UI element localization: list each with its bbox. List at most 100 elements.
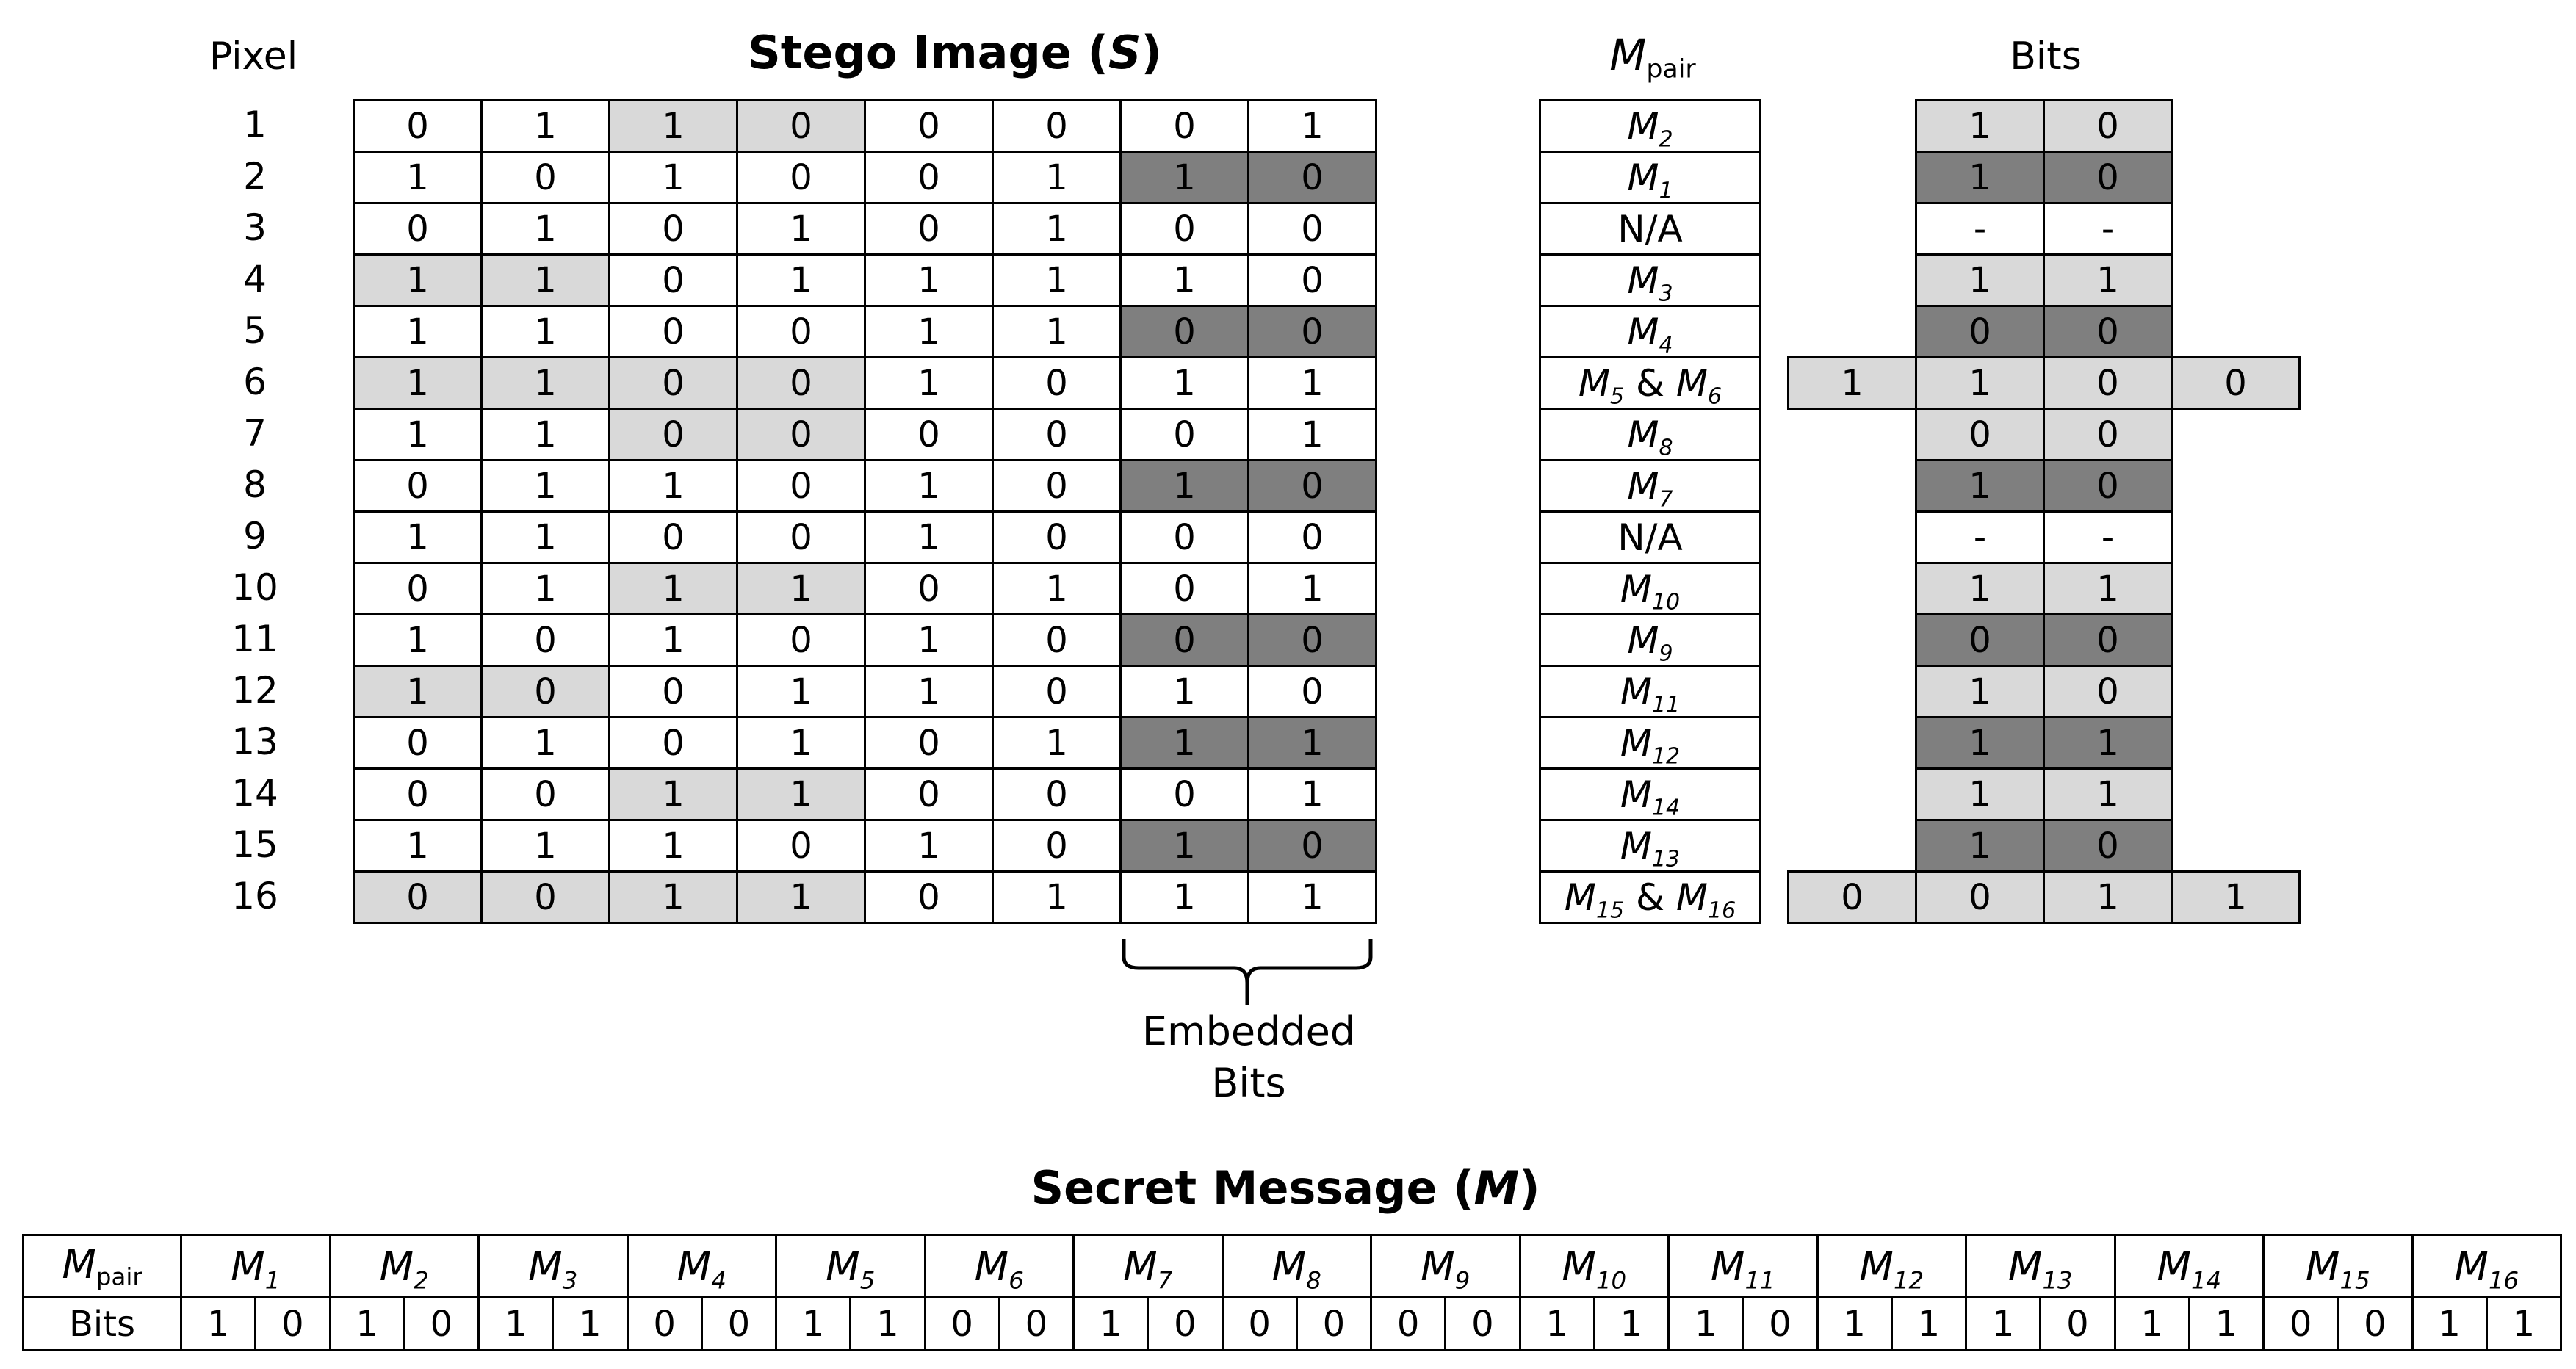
secret-bit-cell: 1 — [1667, 1296, 1745, 1351]
stego-bit-cell: 0 — [608, 665, 738, 718]
stego-bit-cell: 1 — [608, 613, 738, 667]
secret-bit-cell: 0 — [1295, 1296, 1373, 1351]
mpair-label: M2 — [1627, 104, 1673, 152]
secret-message-header: M16 — [2411, 1234, 2562, 1298]
stego-bit-cell: 0 — [864, 767, 994, 821]
bits-cell: 0 — [1787, 870, 1917, 924]
stego-bit-cell: 0 — [864, 562, 994, 615]
stego-bit-cell: 1 — [1247, 99, 1377, 153]
stego-bit-cell: 1 — [480, 510, 610, 564]
secret-bit-cell: 0 — [626, 1296, 703, 1351]
stego-bit-cell: 1 — [608, 459, 738, 513]
pixel-label: 7 — [243, 412, 267, 455]
stego-bit-cell: 0 — [864, 408, 994, 461]
bits-cell: 1 — [2043, 716, 2173, 770]
stego-bit-cell: 1 — [992, 716, 1122, 770]
embedded-bits-label: Embedded Bits — [1141, 1008, 1356, 1106]
pixel-label: 14 — [231, 772, 278, 814]
stego-bit-cell: 0 — [480, 665, 610, 718]
stego-bit-cell: 0 — [992, 408, 1122, 461]
stego-bit-cell: 0 — [353, 716, 483, 770]
secret-bit-cell: 0 — [997, 1296, 1075, 1351]
secret-message-header: M2 — [328, 1234, 480, 1298]
stego-bit-cell: 0 — [353, 562, 483, 615]
stego-bit-cell: 1 — [480, 819, 610, 873]
pixel-label: 6 — [243, 361, 267, 403]
stego-bit-cell: 1 — [1119, 716, 1249, 770]
bits-column-header: Bits — [2010, 35, 2082, 79]
stego-bit-cell: 1 — [353, 253, 483, 307]
bits-cell: 0 — [1915, 305, 2045, 358]
bits-cell: 0 — [2043, 99, 2173, 153]
secret-bit-cell: 0 — [2262, 1296, 2339, 1351]
stego-bit-cell: 0 — [736, 99, 866, 153]
stego-bit-cell: 0 — [480, 870, 610, 924]
stego-bit-cell: 1 — [1247, 408, 1377, 461]
bits-cell: 1 — [1915, 562, 2045, 615]
secret-message-header: M12 — [1816, 1234, 1967, 1298]
bits-empty-cell — [2172, 512, 2300, 563]
bits-empty-cell — [1789, 512, 1916, 563]
stego-bit-cell: 1 — [992, 253, 1122, 307]
stego-bit-cell: 0 — [992, 819, 1122, 873]
stego-bit-cell: 1 — [353, 665, 483, 718]
secret-bit-cell: 1 — [1072, 1296, 1150, 1351]
bits-cell: 1 — [1915, 253, 2045, 307]
mpair-cell: M7 — [1539, 459, 1761, 513]
secret-mpair-header: Mpair — [22, 1234, 182, 1298]
stego-bit-cell: 1 — [736, 562, 866, 615]
mpair-cell: M14 — [1539, 767, 1761, 821]
bits-cell: 0 — [2043, 665, 2173, 718]
secret-bit-cell: 1 — [552, 1296, 629, 1351]
stego-bit-cell: 1 — [353, 408, 483, 461]
bits-cell: 0 — [1915, 870, 2045, 924]
stego-bit-cell: 1 — [480, 356, 610, 410]
stego-bit-cell: 0 — [736, 151, 866, 204]
bits-cell: 0 — [2043, 613, 2173, 667]
stego-bit-cell: 0 — [864, 202, 994, 256]
mpair-cell: M3 — [1539, 253, 1761, 307]
bits-cell: 1 — [1915, 819, 2045, 873]
secret-bit-cell: 1 — [1592, 1296, 1670, 1351]
stego-bit-cell: 0 — [608, 716, 738, 770]
pixel-label: 3 — [243, 206, 267, 249]
stego-bit-cell: 1 — [608, 151, 738, 204]
secret-bit-cell: 1 — [2187, 1296, 2265, 1351]
stego-bit-cell: 0 — [1247, 151, 1377, 204]
pixel-label: 9 — [243, 515, 267, 557]
pixel-column-header: Pixel — [209, 35, 298, 79]
stego-bit-cell: 1 — [992, 562, 1122, 615]
mpair-label: M10 — [1620, 567, 1681, 615]
bits-empty-cell — [1789, 615, 1916, 666]
stego-bit-cell: 0 — [864, 716, 994, 770]
mpair-label: M7 — [1627, 464, 1673, 512]
stego-bit-cell: 0 — [353, 767, 483, 821]
secret-bit-cell: 1 — [1816, 1296, 1893, 1351]
stego-bit-cell: 1 — [864, 510, 994, 564]
mpair-cell: M1 — [1539, 151, 1761, 204]
stego-bit-cell: 0 — [736, 408, 866, 461]
bits-empty-cell — [2172, 718, 2300, 769]
bits-cell: 1 — [2043, 253, 2173, 307]
bits-cell: 1 — [2043, 767, 2173, 821]
stego-bit-cell: 0 — [608, 253, 738, 307]
mpair-cell: N/A — [1539, 202, 1761, 256]
pixel-label: 16 — [231, 875, 278, 917]
pixel-label: 11 — [231, 618, 278, 660]
pixel-label: 15 — [231, 823, 278, 866]
bits-cell: 1 — [1915, 356, 2045, 410]
stego-bit-cell: 0 — [992, 356, 1122, 410]
bits-cell: 1 — [1915, 459, 2045, 513]
bits-cell: 1 — [1787, 356, 1917, 410]
bits-cell: 1 — [1915, 151, 2045, 204]
stego-bit-cell: 1 — [353, 819, 483, 873]
stego-bit-cell: 1 — [608, 99, 738, 153]
mpair-cell: N/A — [1539, 510, 1761, 564]
